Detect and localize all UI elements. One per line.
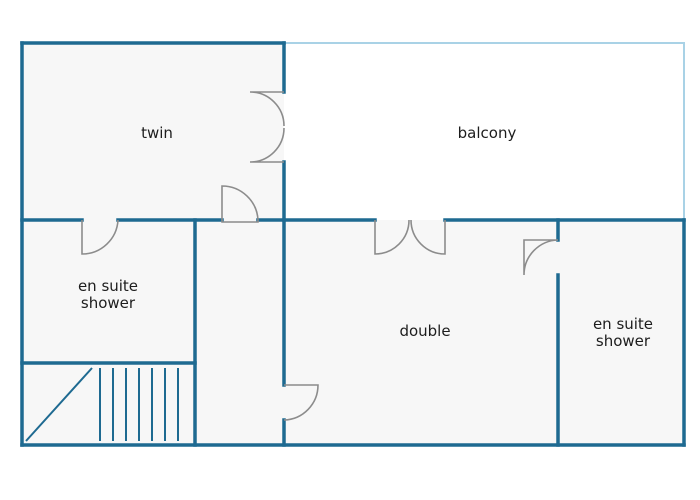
door-en-suite-left [81, 219, 119, 255]
door-twin-balcony-upper [249, 91, 285, 127]
room-label-twin: twin [141, 124, 173, 142]
walls [20, 41, 686, 447]
floor-en-suite-left [22, 220, 195, 363]
room-label-en-suite-left-line1: en suite [78, 277, 138, 295]
room-label-en-suite-right-line2: shower [596, 332, 651, 350]
room-label-double: double [399, 322, 450, 340]
door-twin-hall [221, 185, 259, 223]
floor-hall [195, 220, 284, 445]
floor-en-suite-right [558, 220, 684, 445]
room-label-en-suite-right-line1: en suite [593, 315, 653, 333]
room-label-en-suite-left-line2: shower [81, 294, 136, 312]
floor-double [284, 220, 558, 445]
balcony-outline [284, 42, 685, 220]
door-twin-balcony-lower [249, 127, 285, 163]
door-double-right [410, 219, 446, 255]
floor-balcony [284, 43, 684, 220]
door-double-left [374, 219, 410, 255]
door-en-suite-right [523, 239, 559, 276]
door-double-hall [283, 384, 319, 421]
floor-stairs [22, 363, 195, 445]
doors [81, 91, 559, 421]
staircase [25, 367, 179, 442]
room-label-balcony: balcony [458, 124, 517, 142]
stair-diagonal [25, 367, 93, 442]
